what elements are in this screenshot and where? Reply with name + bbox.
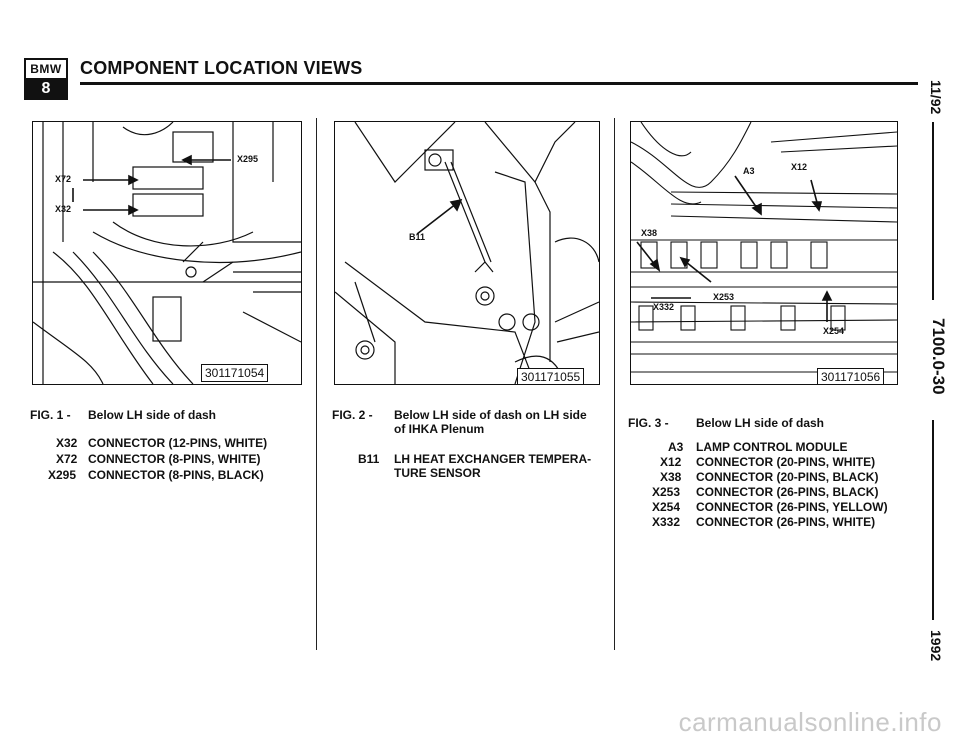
figure-3-item-text: CONNECTOR (26-PINS, WHITE) [696, 515, 876, 529]
figure-2-item-text-line2: TURE SENSOR [394, 466, 481, 480]
bmw-logo: BMW 8 [24, 58, 68, 100]
figure-1-label: FIG. 1 - [30, 408, 71, 422]
callout-x32: X32 [55, 204, 72, 214]
side-date: 11/92 [928, 80, 944, 115]
figure-2-label: FIG. 2 - [332, 408, 373, 422]
column-divider-2 [614, 118, 615, 650]
figure-3-item-code: A3 [668, 440, 684, 454]
page-title: COMPONENT LOCATION VIEWS [80, 58, 363, 78]
figure-1-id: 301171054 [201, 364, 269, 382]
figure-3-item-text: CONNECTOR (20-PINS, WHITE) [696, 455, 876, 469]
figure-1-item-text: CONNECTOR (8-PINS, WHITE) [88, 452, 261, 466]
callout-x253: X253 [713, 292, 735, 302]
callout-x72: X72 [55, 174, 72, 184]
callout-x332: X332 [653, 302, 675, 312]
figure-3-item-code: X253 [652, 485, 681, 499]
callout-x295: X295 [237, 154, 259, 164]
figure-3-item-text: CONNECTOR (26-PINS, BLACK) [696, 485, 879, 499]
figure-1-item-code: X32 [56, 436, 78, 450]
header-rule [80, 82, 918, 85]
figure-2-caption: FIG. 2 - Below LH side of dash on LH sid… [332, 408, 612, 488]
figure-3-image: A3 X12 X38 X253 X332 X254 301171056 [630, 121, 898, 385]
figure-2-id: 301171055 [517, 368, 585, 384]
figure-3-item-text: LAMP CONTROL MODULE [696, 440, 848, 454]
figure-1-item-text: CONNECTOR (12-PINS, WHITE) [88, 436, 268, 450]
figure-3-item-code: X332 [652, 515, 681, 529]
side-year: 1992 [928, 630, 944, 662]
side-rule-2 [932, 420, 934, 620]
figure-2-item-text: LH HEAT EXCHANGER TEMPERA- [394, 452, 592, 466]
figure-1-item-code: X295 [48, 468, 77, 482]
figure-2-image: B11 301171055 [334, 121, 600, 385]
callout-x254: X254 [823, 326, 845, 336]
figure-2-title: Below LH side of dash on LH side [394, 408, 587, 422]
logo-top: BMW [26, 60, 66, 80]
column-divider-1 [316, 118, 317, 650]
callout-a3: A3 [743, 166, 755, 176]
figure-1-item-text: CONNECTOR (8-PINS, BLACK) [88, 468, 264, 482]
figure-3-item-code: X254 [652, 500, 681, 514]
figure-1-title: Below LH side of dash [88, 408, 217, 422]
figure-3-item-text: CONNECTOR (20-PINS, BLACK) [696, 470, 879, 484]
figure-3-item-code: X12 [660, 455, 682, 469]
figure-3-caption: FIG. 3 - Below LH side of dash A3 LAMP C… [628, 416, 918, 536]
figure-1-image: X295 X72 X32 301171054 [32, 121, 302, 385]
side-rule-1 [932, 122, 934, 300]
callout-x12: X12 [791, 162, 808, 172]
figure-2-title-line2: of IHKA Plenum [394, 422, 485, 436]
side-section: 7100.0-30 [929, 318, 948, 395]
callout-x38: X38 [641, 228, 658, 238]
figure-2-drawing [335, 122, 599, 384]
figure-1-item-code: X72 [56, 452, 78, 466]
figure-3-drawing [631, 122, 897, 373]
figure-3-item-code: X38 [660, 470, 682, 484]
callout-b11: B11 [409, 232, 426, 242]
figure-3-title: Below LH side of dash [696, 416, 825, 430]
logo-bottom: 8 [26, 80, 66, 98]
figure-3-label: FIG. 3 - [628, 416, 669, 430]
figure-2-item-code: B11 [358, 452, 380, 466]
watermark: carmanualsonline.info [678, 707, 942, 737]
figure-3-item-text: CONNECTOR (26-PINS, YELLOW) [696, 500, 888, 514]
figure-1-drawing [33, 122, 301, 384]
figure-3-id: 301171056 [817, 368, 885, 384]
figure-1-caption: FIG. 1 - Below LH side of dash X32 CONNE… [30, 408, 310, 488]
